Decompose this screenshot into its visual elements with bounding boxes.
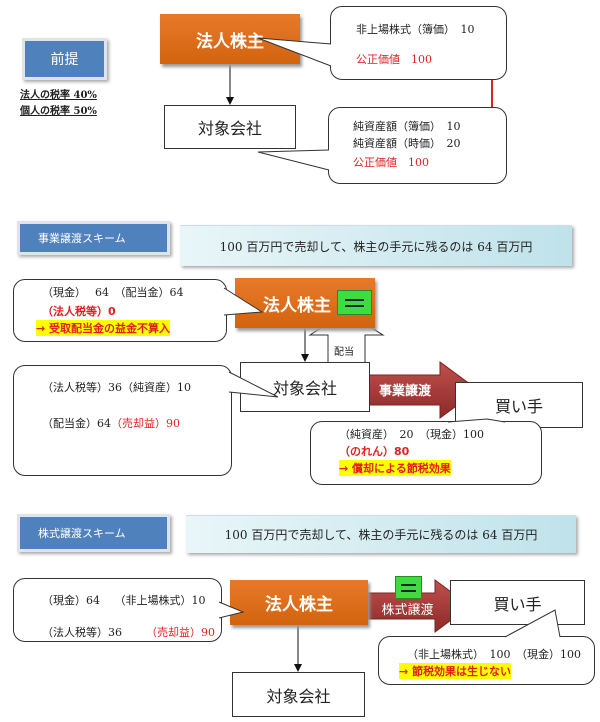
target-company-node: 対象会社 <box>232 672 365 717</box>
business-transfer-label: 事業譲渡スキーム <box>17 221 170 255</box>
business-transfer-arrow-label: 事業譲渡 <box>378 384 431 399</box>
target-company-node: 対象会社 <box>240 362 370 412</box>
shareholder-callout: （現金）64 （非上場株式）10 （法人税等）36（売却益）90 <box>13 578 222 642</box>
buyer-callout: （非上場株式） 100 （現金）100 → 節税効果は生じない <box>378 636 595 685</box>
buyer-node: 買い手 <box>455 382 583 428</box>
buyer-callout: （純資産） 20 （現金）100 （のれん）80 → 償却による節税効果 <box>310 421 542 485</box>
shareholder-callout: 非上場株式（簿価） 10 公正価値 100 <box>330 6 507 80</box>
callout-tail <box>257 37 332 67</box>
callout-tail <box>218 601 245 619</box>
share-transfer-banner: 100 百万円で売却して、株主の手元に残るのは 64 百万円 <box>186 515 576 553</box>
buyer-node: 買い手 <box>450 580 585 625</box>
target-callout: 純資産額（簿価） 10 純資産額（時価） 20 公正価値 100 <box>328 107 507 184</box>
target-callout: （法人税等）36（純資産）10 （配当金）64（売却益）90 <box>13 365 232 476</box>
callout-tail <box>447 418 506 423</box>
premise-label: 前提 <box>22 38 107 80</box>
money-icon <box>337 290 372 315</box>
share-transfer-arrow-label: 株式譲渡 <box>381 603 434 618</box>
callout-tail <box>223 287 264 316</box>
indiv-tax-rate: 個人の税率 50% <box>20 106 97 117</box>
money-icon <box>395 576 422 599</box>
target-company-node: 対象会社 <box>164 105 296 149</box>
callout-tail <box>504 609 561 638</box>
corporate-shareholder-node: 法人株主 <box>160 14 300 64</box>
callout-tail <box>228 371 279 398</box>
business-transfer-banner: 100 百万円で売却して、株主の手元に残るのは 64 百万円 <box>180 225 572 266</box>
shareholder-callout: （現金） 64 （配当金）64 （法人税等）0 → 受取配当金の益金不算入 <box>13 279 227 342</box>
corp-tax-rate: 法人の税率 40% <box>20 90 97 101</box>
corporate-shareholder-node: 法人株主 <box>230 580 368 625</box>
dividend-label: 配当 <box>334 347 354 358</box>
share-transfer-label: 株式譲渡スキーム <box>17 514 170 552</box>
callout-tail <box>257 149 330 171</box>
